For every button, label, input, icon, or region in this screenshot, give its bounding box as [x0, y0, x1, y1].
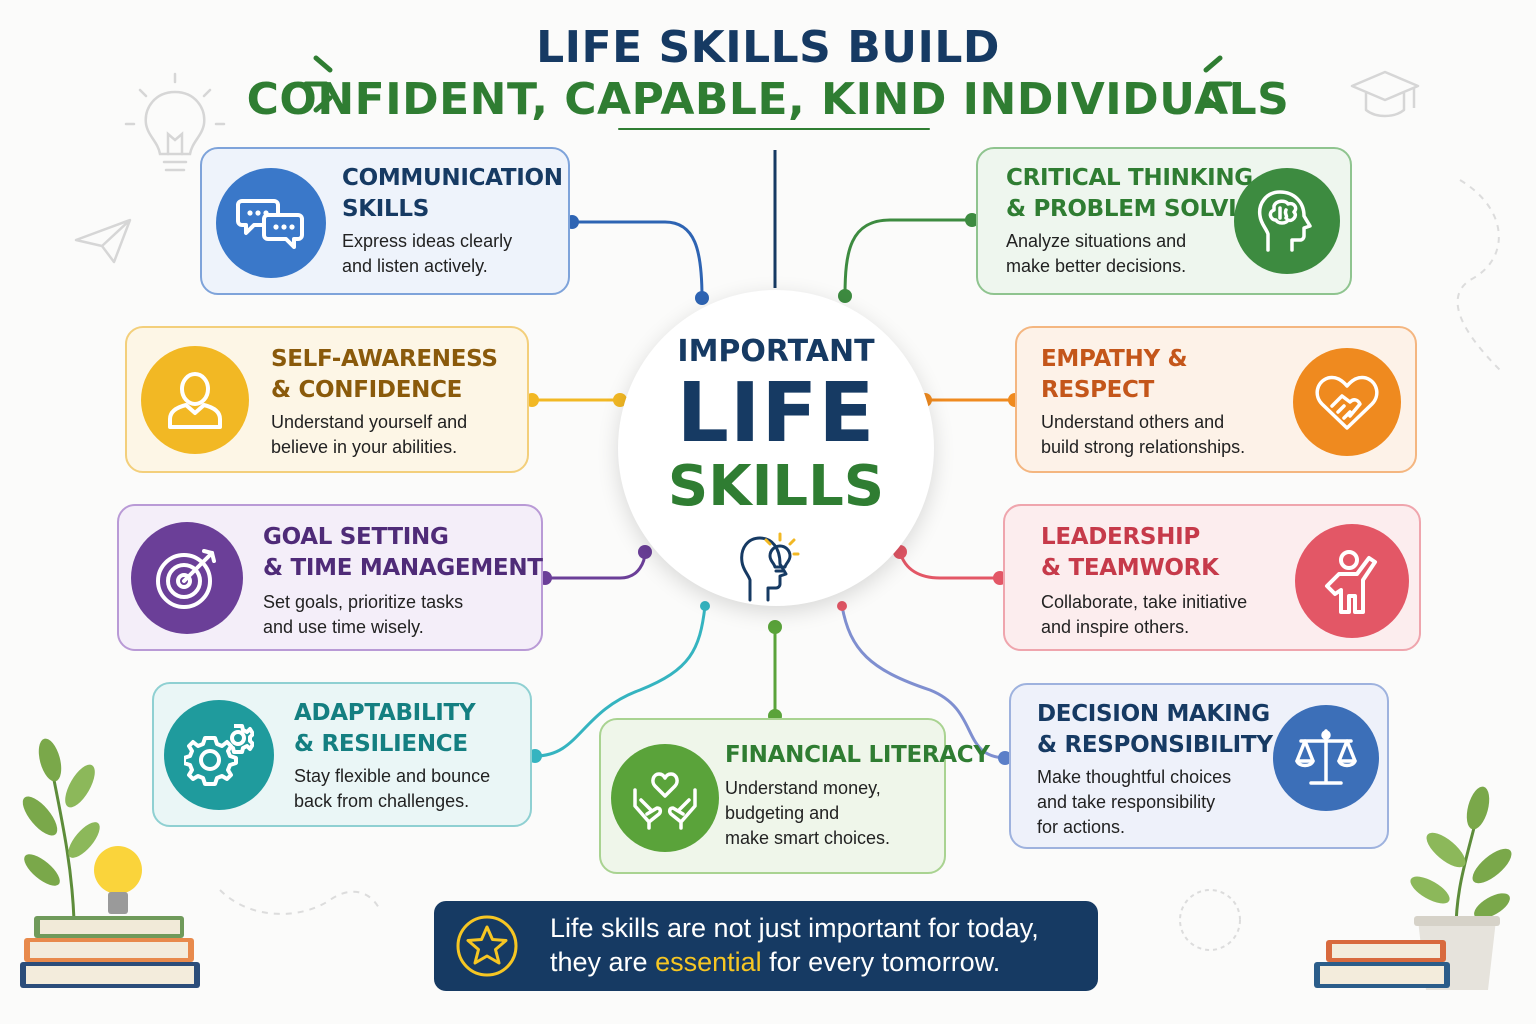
head-lightbulb-icon: [740, 532, 800, 602]
gears-icon: [164, 700, 274, 810]
banner-highlight-word: essential: [655, 947, 762, 977]
chat-bubbles-icon: [216, 168, 326, 278]
skill-card-self-awareness: SELF-AWARENESS& CONFIDENCE Understand yo…: [125, 326, 529, 473]
heart-handshake-icon: [1293, 348, 1401, 456]
graduation-cap-sketch-icon: [1350, 70, 1420, 118]
central-hub: IMPORTANT LIFE SKILLS: [618, 290, 934, 606]
closing-message-banner: Life skills are not just important for t…: [434, 901, 1098, 991]
skill-card-decision-making: DECISION MAKING& RESPONSIBILITY Make tho…: [1009, 683, 1389, 849]
dashed-arrow-sketch: [219, 889, 381, 915]
skill-title: ADAPTABILITY& RESILIENCE: [294, 700, 476, 757]
page-title-line2: CONFIDENT, CAPABLE, KIND INDIVIDUALS: [246, 74, 1290, 125]
skill-card-goal-setting: GOAL SETTING& TIME MANAGEMENT Set goals,…: [117, 504, 543, 651]
skill-title: EMPATHY &RESPECT: [1041, 346, 1188, 403]
target-icon: [131, 522, 243, 634]
scales-icon: [1273, 705, 1379, 811]
banner-text-line2: they are essential for every tomorrow.: [550, 947, 1001, 977]
skill-card-financial-literacy: FINANCIAL LITERACY Understand money,budg…: [599, 718, 990, 874]
skill-title: SELF-AWARENESS& CONFIDENCE: [271, 346, 498, 403]
raised-hand-person-icon: [1295, 524, 1409, 638]
skill-title: FINANCIAL LITERACY: [725, 742, 990, 768]
hub-label-life: LIFE: [676, 366, 876, 461]
skill-card-leadership: LEADERSHIP& TEAMWORK Collaborate, take i…: [1003, 504, 1421, 651]
title-underline: [618, 128, 930, 130]
title-sparkle-accents: [303, 55, 1233, 113]
books-plant-lightbulb-illustration: [20, 738, 200, 988]
scribble-sketch: [1179, 889, 1241, 951]
skill-title: GOAL SETTING& TIME MANAGEMENT: [263, 524, 543, 581]
lightbulb-sketch-icon: [124, 72, 226, 172]
dashed-swirl-sketch: [1456, 179, 1501, 371]
person-icon: [141, 346, 249, 454]
brain-head-icon: [1234, 168, 1340, 274]
potted-plant-books-illustration: [1314, 786, 1512, 990]
skill-card-adaptability: ADAPTABILITY& RESILIENCE Stay flexible a…: [152, 682, 532, 827]
hands-heart-icon: [611, 744, 719, 852]
skill-title: CRITICAL THINKING& PROBLEM SOLVING: [1006, 165, 1274, 222]
skill-title: DECISION MAKING& RESPONSIBILITY: [1037, 701, 1273, 758]
skill-title: LEADERSHIP& TEAMWORK: [1041, 524, 1219, 581]
hub-label-skills: SKILLS: [667, 454, 885, 519]
page-title-line1: LIFE SKILLS BUILD: [536, 22, 1000, 73]
skill-card-critical-thinking: CRITICAL THINKING& PROBLEM SOLVING Analy…: [976, 147, 1352, 295]
hub-label-important: IMPORTANT: [677, 334, 875, 369]
star-icon: [456, 915, 518, 977]
paper-plane-sketch-icon: [74, 218, 132, 264]
banner-text-line1: Life skills are not just important for t…: [550, 913, 1039, 943]
